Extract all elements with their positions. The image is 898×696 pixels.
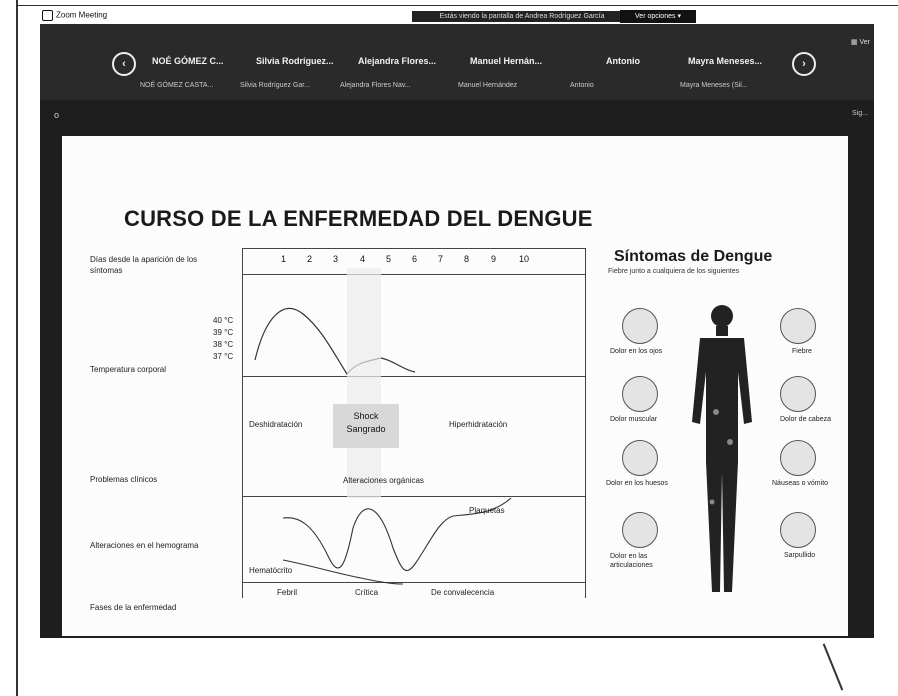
chart-line [243,248,585,249]
joint-icon [622,512,658,548]
day-label: 8 [464,254,470,264]
phase-convalecencia: De convalecencia [431,588,495,597]
human-body-illustration [692,305,752,592]
symptom-label: Dolor en los huesos [606,480,668,487]
day-label: 6 [412,254,418,264]
row-label-phases: Fases de la enfermedad [90,603,177,612]
slide-title: CURSO DE LA ENFERMEDAD DEL DENGUE [124,206,593,231]
symptom-label: Sarpullido [784,552,816,559]
participants-strip: ‹ NOÉ GÓMEZ C... Silvia Rodríguez... Ale… [40,24,874,100]
phase-critica: Crítica [355,588,379,597]
grid-icon: ▦ [850,39,858,46]
day-label: 1 [281,254,287,264]
participant-name[interactable]: Manuel Hernán... [470,56,543,66]
row-label-days: Días desde la aparición de los síntomas [90,255,198,275]
platelets-curve [282,497,512,571]
meeting-area: ‹ NOÉ GÓMEZ C... Silvia Rodríguez... Ale… [40,24,874,638]
hematocrit-curve [282,559,404,585]
chevron-down-icon: ▾ [677,13,681,20]
participant-subname: Antonio [570,82,594,89]
day-label: 2 [307,254,313,264]
temperature-curve [254,308,416,376]
participant-subname: Alejandra Flores Nav... [340,82,411,89]
shock-box: Shock Sangrado [333,404,399,448]
shock-label: Shock [353,411,379,421]
next-participants-button[interactable]: › [792,52,816,76]
headache-icon [780,376,816,412]
rehydration-label: Hiperhidratación [449,420,508,429]
next-page-indicator[interactable]: Sig... [852,110,868,117]
muscle-icon [622,376,658,412]
participant-name[interactable]: NOÉ GÓMEZ C... [152,56,224,66]
symptoms-title: Síntomas de Dengue [614,248,773,265]
phase-febril: Febril [277,588,298,597]
platelets-label: Plaquetas [469,506,505,515]
chart-line [243,376,585,377]
participant-subname: Silvia Rodríguez Gar... [240,82,311,89]
day-label: 4 [360,254,366,264]
participant-name[interactable]: Mayra Meneses... [688,56,763,66]
temp-tick: 39 °C [213,328,234,337]
view-options-label: Ver opciones [635,13,676,20]
chart-line [243,582,585,583]
row-label-temperature: Temperatura corporal [90,365,167,374]
prev-participants-button[interactable]: ‹ [112,52,136,76]
view-options-button[interactable]: Ver opciones ▾ [620,10,696,23]
symptom-label: Dolor de cabeza [780,416,831,423]
participant-subname: NOÉ GÓMEZ CASTA... [140,82,214,89]
view-label: Ver [859,39,870,46]
symptom-label: Dolor en los ojos [610,348,663,355]
app-name: Zoom Meeting [56,10,108,20]
critical-phase-shading [347,268,381,498]
shared-slide: CURSO DE LA ENFERMEDAD DEL DENGUE Días d… [62,136,848,636]
page-border-top [16,5,898,6]
temp-tick: 38 °C [213,340,234,349]
participant-name[interactable]: Antonio [606,56,640,66]
participant-subname: Mayra Meneses (Sil... [680,82,748,89]
symptom-label: Dolor en las articulaciones [610,553,653,569]
day-label: 9 [491,254,497,264]
temp-tick: 40 °C [213,316,234,325]
nausea-icon [780,440,816,476]
zoom-icon [42,10,53,21]
curves-svg [254,268,512,585]
symptom-label: Fiebre [792,348,812,355]
participant-subname: Manuel Hernández [458,82,518,89]
app-title: Zoom Meeting [42,10,107,21]
day-label: 3 [333,254,339,264]
thermometer-icon [780,308,816,344]
window-titlebar: Zoom Meeting [40,8,898,24]
participant-name[interactable]: Alejandra Flores... [358,56,437,66]
symptoms-subtitle: Fiebre junto a cualquiera de los siguien… [608,268,740,275]
organ-alterations-label: Alteraciones orgánicas [343,476,424,485]
hematocrit-label: Hematócrito [249,566,293,575]
chart-line [243,274,585,275]
row-label-blood: Alteraciones en el hemograma [90,541,199,550]
chevron-left-icon: ‹ [122,58,126,70]
participant-name[interactable]: Silvia Rodríguez... [256,56,334,66]
rash-icon [780,512,816,548]
day-label: 10 [519,254,530,264]
row-label-problems: Problemas clínicos [90,475,158,484]
day-label: 5 [386,254,392,264]
symptom-label: Náuseas o vómito [772,480,829,487]
eye-icon [622,308,658,344]
pen-mark [822,643,844,691]
screen-share-banner: Estás viendo la pantalla de Andrea Rodrí… [412,11,632,22]
gallery-view-toggle[interactable]: ▦ Ver [851,38,870,46]
left-indicator: o [54,110,60,120]
dehydration-label: Deshidratación [249,420,303,429]
page-border [16,0,18,696]
chart-line [243,496,585,497]
bone-icon [622,440,658,476]
day-label: 7 [438,254,444,264]
chevron-right-icon: › [802,58,806,70]
bleeding-label: Sangrado [346,424,386,434]
symptom-label: Dolor muscular [610,416,658,423]
disease-course-chart: 1 2 3 4 5 6 7 8 9 10 40 °C 39 °C 38 °C 3… [213,248,586,598]
temp-tick: 37 °C [213,352,234,361]
